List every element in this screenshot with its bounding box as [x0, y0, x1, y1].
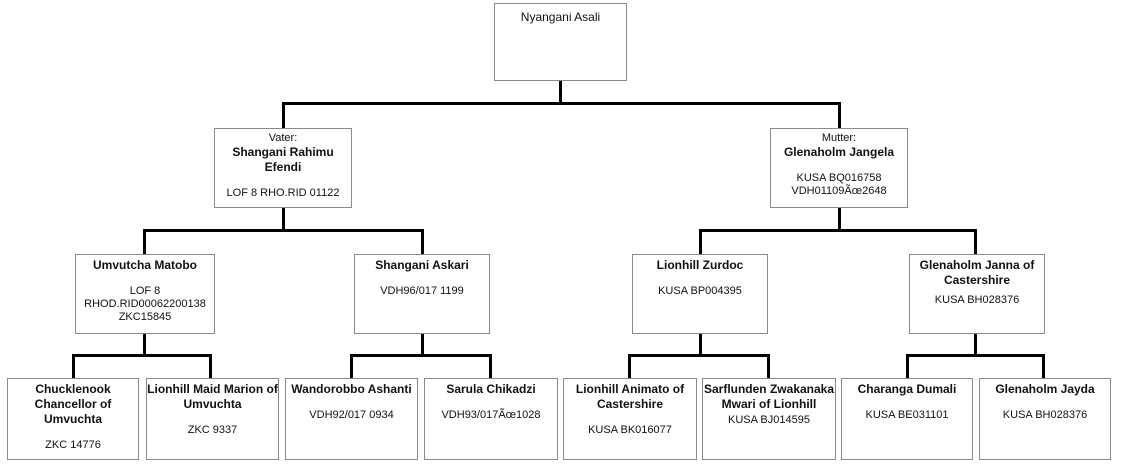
grandparent-name: Lionhill Zurdoc	[656, 258, 744, 272]
sire-label: Vater:	[268, 132, 298, 144]
grandparent-name: Glenaholm Janna of Castershire	[919, 258, 1035, 287]
dam-name: Glenaholm Jangela	[783, 145, 895, 159]
connector-line	[559, 80, 562, 104]
great-grandparent-box: Chucklenook Chancellor of Umvuchta ZKC 1…	[7, 378, 139, 460]
great-grandparent-name: Sarula Chikadzi	[446, 382, 536, 396]
great-grandparent-box: Lionhill Animato of Castershire KUSA BK0…	[563, 378, 697, 460]
dam-box: Mutter: Glenaholm Jangela KUSA BQ016758 …	[770, 128, 908, 208]
connector-line	[838, 102, 841, 129]
great-grandparent-box: Wandorobbo Ashanti VDH92/017 0934	[285, 378, 418, 460]
registration-number: VDH96/017 1199	[380, 285, 464, 297]
connector-line	[421, 333, 424, 356]
great-grandparent-name: Chucklenook Chancellor of Umvuchta	[34, 382, 112, 426]
subject-name: Nyangani Asali	[520, 10, 601, 24]
great-grandparent-name: Charanga Dumali	[857, 382, 957, 396]
connector-line	[72, 354, 75, 378]
registration-number: VDH92/017 0934	[309, 409, 394, 421]
connector-line	[143, 229, 424, 232]
grandparent-box: Lionhill Zurdoc KUSA BP004395	[632, 254, 768, 334]
connector-line	[209, 354, 212, 378]
connector-line	[699, 333, 702, 356]
connector-line	[350, 354, 492, 357]
subject-box: Nyangani Asali	[494, 3, 627, 81]
registration-number: KUSA BH028376	[934, 294, 1020, 306]
great-grandparent-name: Wandorobbo Ashanti	[291, 382, 412, 396]
connector-line	[421, 229, 424, 254]
registration-number: ZKC15845	[118, 311, 172, 323]
grandparent-name: Shangani Askari	[375, 258, 469, 272]
registration-number: KUSA BQ016758	[796, 172, 882, 184]
great-grandparent-name: Lionhill Animato of Castershire	[575, 382, 685, 411]
connector-line	[282, 102, 841, 105]
registration-number: VDH01109Ãœ2648	[791, 185, 887, 197]
registration-number: LOF 8	[129, 285, 161, 297]
dam-label: Mutter:	[821, 132, 857, 144]
connector-line	[350, 354, 353, 378]
connector-line	[699, 229, 977, 232]
connector-line	[974, 333, 977, 356]
registration-number: ZKC 14776	[45, 439, 101, 451]
sire-box: Vater: Shangani Rahimu Efendi LOF 8 RHO.…	[214, 128, 352, 208]
great-grandparent-box: Sarflunden Zwakanaka Mwari of Lionhill K…	[702, 378, 836, 460]
connector-line	[838, 207, 841, 231]
grandparent-box: Glenaholm Janna of Castershire KUSA BH02…	[909, 254, 1045, 334]
connector-line	[699, 229, 702, 254]
great-grandparent-name: Sarflunden Zwakanaka Mwari of Lionhill	[703, 382, 835, 411]
registration-number: LOF 8 RHO.RID 01122	[226, 187, 340, 199]
registration-number: KUSA BJ014595	[728, 414, 810, 426]
connector-line	[628, 354, 631, 378]
great-grandparent-name: Glenaholm Jayda	[995, 382, 1095, 396]
registration-number: KUSA BE031101	[865, 409, 949, 421]
connector-line	[282, 207, 285, 231]
great-grandparent-box: Glenaholm Jayda KUSA BH028376	[979, 378, 1111, 460]
connector-line	[628, 354, 770, 357]
connector-line	[143, 333, 146, 356]
connector-line	[143, 229, 146, 254]
connector-line	[767, 354, 770, 378]
connector-line	[906, 354, 909, 378]
great-grandparent-box: Lionhill Maid Marion of Umvuchta ZKC 933…	[146, 378, 279, 460]
registration-number: KUSA BP004395	[658, 285, 742, 297]
registration-number: KUSA BH028376	[1002, 409, 1088, 421]
registration-number: KUSA BK016077	[588, 424, 672, 436]
grandparent-box: Umvutcha Matobo LOF 8 RHOD.RID0006220013…	[75, 254, 215, 334]
registration-number: VDH93/017Ãœ1028	[441, 409, 541, 421]
connector-line	[72, 354, 212, 357]
grandparent-box: Shangani Askari VDH96/017 1199	[354, 254, 490, 334]
connector-line	[282, 102, 285, 129]
connector-line	[974, 229, 977, 254]
connector-line	[906, 354, 1045, 357]
great-grandparent-box: Charanga Dumali KUSA BE031101	[841, 378, 973, 460]
great-grandparent-name: Lionhill Maid Marion of Umvuchta	[147, 382, 278, 411]
great-grandparent-box: Sarula Chikadzi VDH93/017Ãœ1028	[424, 378, 558, 460]
connector-line	[1042, 354, 1045, 378]
grandparent-name: Umvutcha Matobo	[92, 258, 197, 272]
registration-number: ZKC 9337	[187, 424, 238, 436]
registration-number: RHOD.RID00062200138	[84, 298, 206, 310]
connector-line	[489, 354, 492, 378]
sire-name: Shangani Rahimu Efendi	[232, 145, 334, 174]
